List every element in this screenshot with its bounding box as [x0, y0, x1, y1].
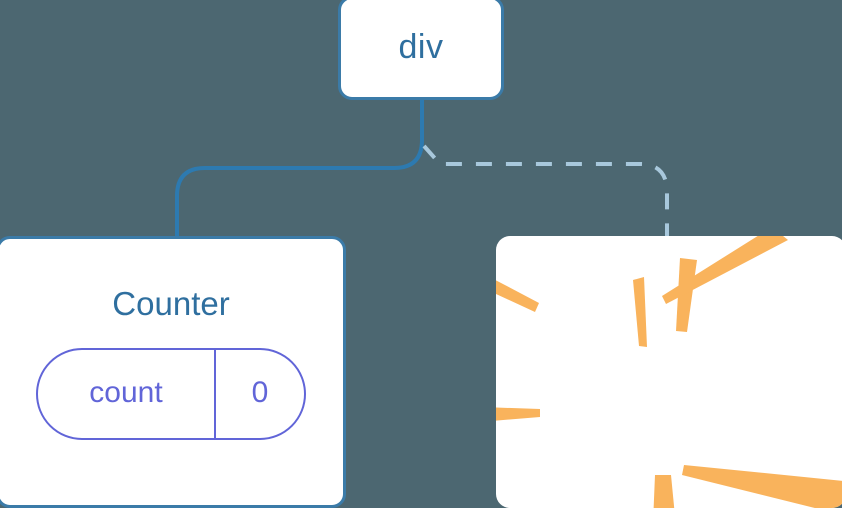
div-node-label: div — [398, 28, 444, 66]
edge-div-to-burst — [422, 144, 669, 240]
burst-node[interactable] — [496, 236, 842, 508]
counter-node-label: Counter — [112, 285, 230, 322]
counter-node[interactable]: Counter count 0 — [0, 236, 346, 508]
burst-ray-n — [676, 258, 697, 332]
burst-ray-nnw — [633, 277, 647, 347]
state-value-label: 0 — [214, 350, 304, 438]
burst-ray-s — [653, 475, 675, 508]
burst-ray-ne — [662, 236, 788, 304]
burst-ray-nw — [496, 280, 539, 312]
div-node[interactable]: div — [338, 0, 504, 100]
edge-div-to-counter — [175, 98, 424, 242]
state-key-label: count — [89, 375, 163, 409]
counter-state-pill[interactable]: count 0 — [36, 348, 306, 440]
burst-ray-w — [496, 407, 540, 421]
sparkle-burst-icon — [496, 236, 842, 508]
burst-ray-e — [682, 465, 842, 508]
